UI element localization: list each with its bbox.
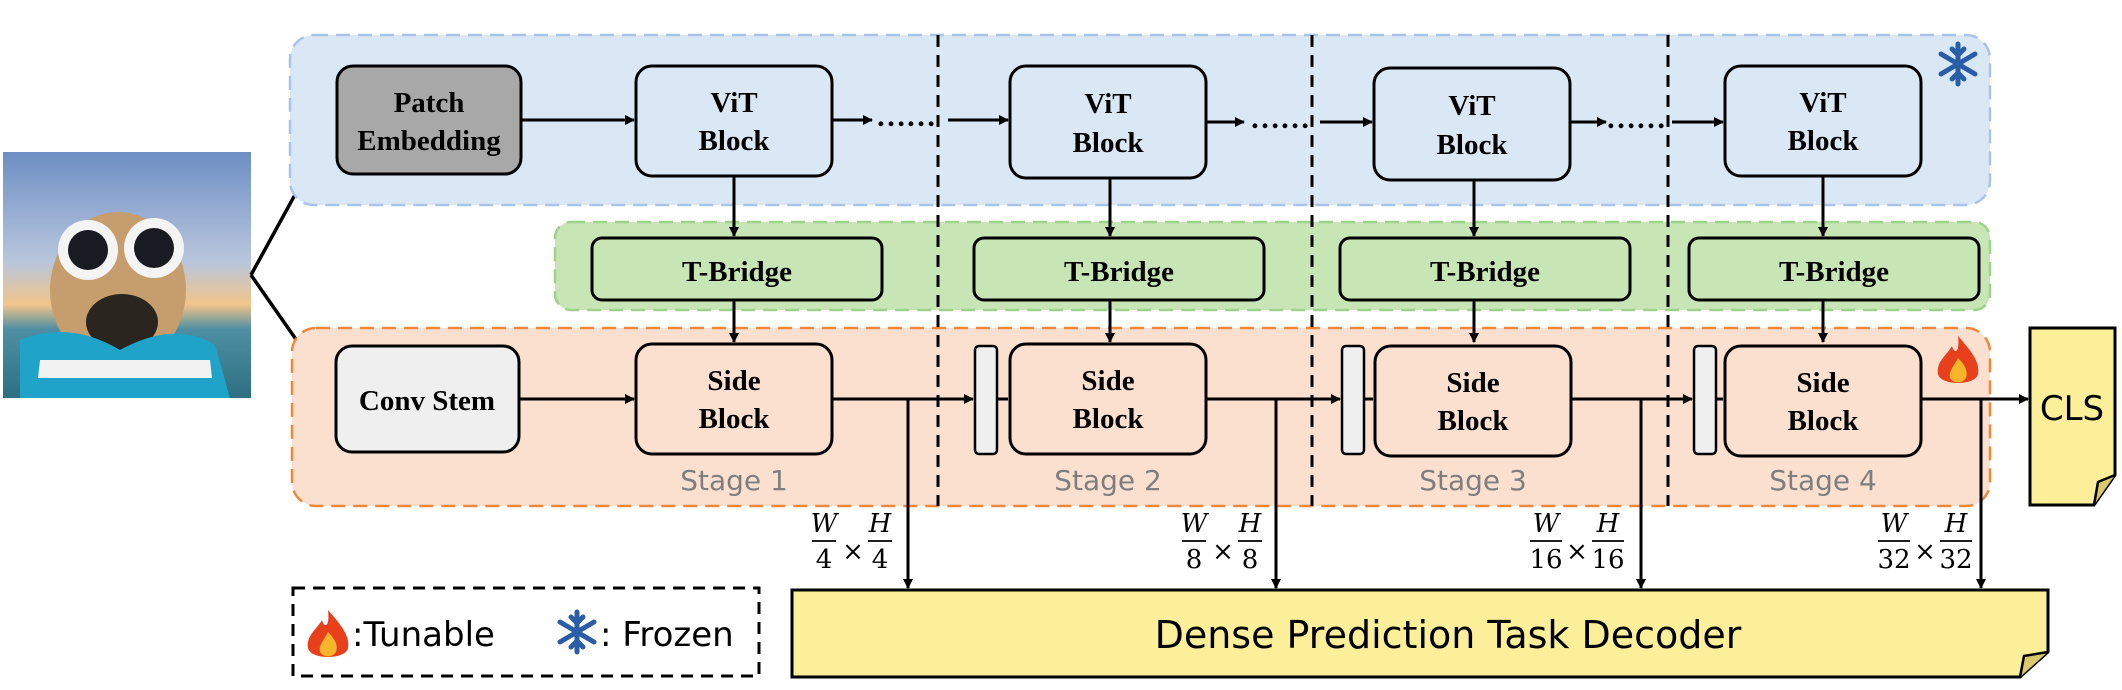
- t-bridge-2: [972, 236, 1266, 302]
- vit-block-4-line1: ViT: [1799, 87, 1846, 119]
- side-block-4-line1: Side: [1796, 367, 1849, 399]
- stage-1-label: Stage 1: [680, 464, 788, 497]
- stage-2: ViT Block T-Bridge Side Block Stage 2: [972, 64, 1266, 497]
- vit-block-4-line2: Block: [1788, 125, 1860, 157]
- patch-embedding-line1: Patch: [394, 87, 465, 119]
- svg-text:W: W: [1533, 509, 1562, 539]
- svg-text:16: 16: [1529, 545, 1562, 575]
- vit-block-1-line1: ViT: [710, 87, 757, 119]
- vit-block-1-line2: Block: [699, 125, 771, 157]
- svg-text:4: 4: [816, 545, 833, 575]
- side-chain-arrows: [832, 394, 2029, 589]
- vit-chain-arrows: [832, 115, 1724, 127]
- t-bridge-2-label: T-Bridge: [1064, 256, 1174, 288]
- vit-block-2: [1008, 64, 1208, 180]
- stage-1: ViT Block T-Bridge Side Block Stage 1: [590, 64, 884, 497]
- vit-block-3: [1372, 66, 1572, 182]
- vit-block-4: [1723, 64, 1923, 178]
- side-block-2-line2: Block: [1073, 403, 1145, 435]
- ellipsis-2: ……: [1250, 102, 1310, 135]
- t-bridge-1-label: T-Bridge: [682, 256, 792, 288]
- side-block-1-line2: Block: [699, 403, 771, 435]
- side-block-2: [1008, 342, 1208, 456]
- legend: :Tunable : Frozen: [291, 586, 761, 678]
- stage-4: ViT Block T-Bridge Side Block Stage 4: [1687, 64, 1981, 497]
- t-bridge-1: [590, 236, 884, 302]
- scale-label-3: W 16 × H 16: [1529, 509, 1624, 575]
- legend-frozen-label: : Frozen: [600, 615, 734, 655]
- t-bridge-3: [1338, 236, 1632, 302]
- svg-text:H: H: [1596, 509, 1621, 539]
- side-block-3-line1: Side: [1446, 367, 1499, 399]
- vit-block-2-line2: Block: [1073, 127, 1145, 159]
- stage-2-downsample: [973, 344, 999, 456]
- svg-text:32: 32: [1877, 545, 1910, 575]
- fire-icon: [1937, 336, 1979, 383]
- svg-text:×: ×: [1212, 537, 1234, 567]
- cls-label: CLS: [2040, 389, 2104, 429]
- vit-block-3-line1: ViT: [1448, 90, 1495, 122]
- svg-text:4: 4: [872, 545, 889, 575]
- stage-2-label: Stage 2: [1054, 464, 1162, 497]
- input-image: [3, 152, 251, 398]
- vit-block-2-line1: ViT: [1084, 88, 1131, 120]
- svg-text:H: H: [1944, 509, 1969, 539]
- stage-3-downsample: [1340, 344, 1366, 456]
- svg-text:×: ×: [842, 537, 864, 567]
- side-block-3-line2: Block: [1438, 405, 1510, 437]
- legend-tunable-label: :Tunable: [352, 615, 495, 655]
- conv-stem-label: Conv Stem: [359, 385, 495, 417]
- svg-text:8: 8: [1242, 545, 1259, 575]
- dense-prediction-decoder: Dense Prediction Task Decoder: [790, 588, 2050, 679]
- legend-fire-icon: [307, 610, 349, 657]
- snowflake-icon: [1938, 41, 1978, 87]
- conv-stem-block: Conv Stem: [334, 344, 521, 454]
- t-bridge-4: [1687, 236, 1981, 302]
- ellipsis-3: ……: [1606, 102, 1666, 135]
- svg-text:×: ×: [1914, 537, 1936, 567]
- scale-label-2: W 8 × H 8: [1181, 509, 1263, 575]
- stage-3-label: Stage 3: [1419, 464, 1527, 497]
- stage-3: ViT Block T-Bridge Side Block Stage 3: [1338, 66, 1632, 497]
- t-bridge-3-label: T-Bridge: [1430, 256, 1540, 288]
- side-block-4-line2: Block: [1788, 405, 1860, 437]
- side-block-1: [634, 342, 834, 456]
- side-block-1-line1: Side: [707, 365, 760, 397]
- svg-text:16: 16: [1591, 545, 1624, 575]
- svg-text:H: H: [1238, 509, 1263, 539]
- scale-label-1: W 4 × H 4: [811, 509, 893, 575]
- side-block-2-line1: Side: [1081, 365, 1134, 397]
- vit-block-1: [634, 64, 834, 178]
- stage-4-label: Stage 4: [1769, 464, 1877, 497]
- t-bridge-4-label: T-Bridge: [1779, 256, 1889, 288]
- svg-text:H: H: [868, 509, 893, 539]
- svg-text:W: W: [811, 509, 840, 539]
- stage-4-downsample: [1692, 344, 1718, 456]
- pug-muzzle: [86, 294, 158, 350]
- side-block-3: [1373, 344, 1573, 458]
- scale-label-4: W 32 × H 32: [1877, 509, 1972, 575]
- svg-text:W: W: [1881, 509, 1910, 539]
- ellipsis-1: ……: [876, 100, 936, 133]
- svg-text:W: W: [1181, 509, 1210, 539]
- legend-snowflake-icon: [557, 609, 597, 655]
- side-block-4: [1723, 344, 1923, 458]
- patch-embedding-line2: Embedding: [357, 125, 501, 157]
- patch-embedding-block: Patch Embedding: [335, 64, 523, 176]
- decoder-label: Dense Prediction Task Decoder: [1155, 613, 1742, 657]
- cls-output: CLS: [2028, 326, 2117, 507]
- vit-block-3-line2: Block: [1437, 129, 1509, 161]
- svg-text:×: ×: [1566, 537, 1588, 567]
- svg-text:8: 8: [1186, 545, 1203, 575]
- svg-text:32: 32: [1939, 545, 1972, 575]
